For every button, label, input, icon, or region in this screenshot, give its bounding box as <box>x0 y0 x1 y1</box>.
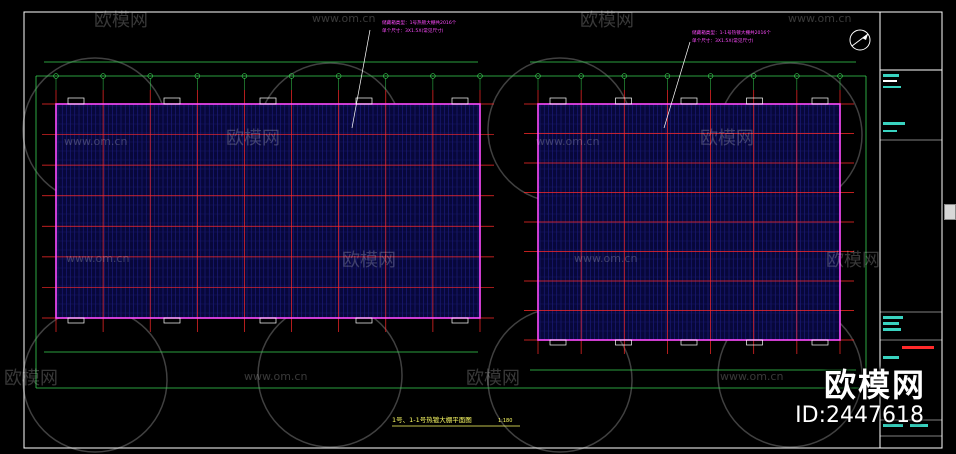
dimension-lines <box>35 61 867 389</box>
door-bottom <box>811 339 829 346</box>
door-top <box>259 97 277 105</box>
door-top <box>549 97 567 105</box>
door-top <box>811 97 829 105</box>
note-leaders <box>351 29 691 129</box>
watermarks: 欧模网 www.om.cn 欧模网 www.om.cn www.om.cn 欧模… <box>4 10 880 389</box>
plan-block-right <box>524 73 854 354</box>
title-block <box>879 11 943 449</box>
door-bottom <box>163 317 181 324</box>
door-bottom <box>259 317 277 324</box>
brand-id: ID:2447618 <box>795 403 924 428</box>
watermark-brand: 欧模网 <box>4 368 58 389</box>
watermark-site: www.om.cn <box>536 135 599 148</box>
watermark-site: www.om.cn <box>574 252 637 265</box>
watermark-brand: 欧模网 <box>700 128 754 149</box>
watermark-site: www.om.cn <box>244 370 307 383</box>
watermark-site: www.om.cn <box>788 12 851 25</box>
watermark-site: www.om.cn <box>720 370 783 383</box>
door-bottom <box>67 317 85 324</box>
watermark-brand: 欧模网 <box>466 368 520 389</box>
watermark-brand: 欧模网 <box>826 250 880 271</box>
door-top <box>746 97 763 105</box>
door-top <box>67 97 85 105</box>
door-top <box>355 97 373 105</box>
door-top <box>451 97 469 105</box>
door-bottom <box>680 339 698 346</box>
drawing-title: 1号、1-1号热镀大棚平面图 <box>392 415 472 424</box>
watermark-brand: 欧模网 <box>580 10 634 31</box>
watermark-brand: 欧模网 <box>94 10 148 31</box>
note-right-line1: 储藏箱类型：1-1号热镀大棚共2016个 <box>692 29 771 36</box>
door-top <box>680 97 698 105</box>
plan-block-left <box>42 73 494 332</box>
note-left-line1: 储藏箱类型：1号热镀大棚共2016个 <box>382 19 457 26</box>
drawing-scale: 1:180 <box>498 418 512 424</box>
note-left-line2: 单个尺寸：3X1.5X(常见尺寸) <box>382 27 444 34</box>
door-bottom <box>746 339 763 346</box>
door-bottom <box>549 339 567 346</box>
door-top <box>615 97 632 105</box>
watermark-brand: 欧模网 <box>342 250 396 271</box>
door-bottom <box>615 339 632 346</box>
north-arrow-icon <box>849 29 871 51</box>
watermark-site: www.om.cn <box>64 135 127 148</box>
watermark-site: www.om.cn <box>312 12 375 25</box>
note-right-line2: 单个尺寸：3X1.5X(常见尺寸) <box>692 37 754 44</box>
watermark-site: www.om.cn <box>66 252 129 265</box>
watermark-brand: 欧模网 <box>226 128 280 149</box>
door-top <box>163 97 181 105</box>
brand-logo-text: 欧模网 <box>823 366 926 404</box>
door-bottom <box>355 317 373 324</box>
door-bottom <box>451 317 469 324</box>
panel-toggle-handle[interactable] <box>944 204 956 220</box>
